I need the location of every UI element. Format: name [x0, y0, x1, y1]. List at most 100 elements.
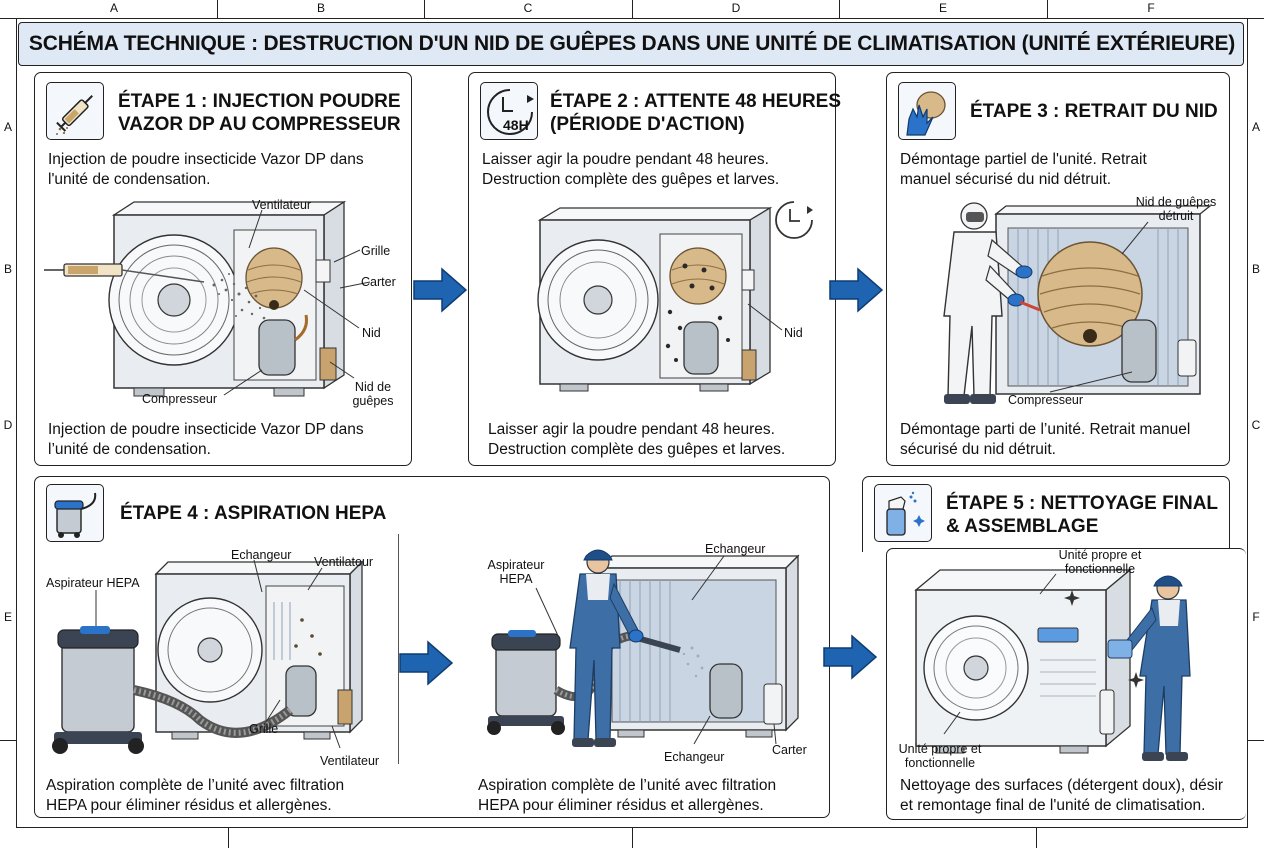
step-4a-desc: Aspiration complète de l’unité avec filt… [46, 776, 344, 816]
label-nid-de-guepes-line2: guêpes [352, 394, 394, 408]
ruler-col-f: F [1147, 1, 1155, 15]
step-3-heading: ÉTAPE 3 : RETRAIT DU NID [970, 100, 1218, 123]
ruler-col-b: B [316, 1, 325, 15]
arrow-right-icon [399, 640, 454, 686]
ruler-col-d: D [731, 1, 741, 15]
step-5-desc-bottom-line2: et remontage final de l'unité de climati… [900, 797, 1206, 814]
step-2-illustration [537, 206, 783, 392]
page-title: SCHÉMA TECHNIQUE : DESTRUCTION D'UN NID … [28, 32, 1236, 55]
label-nid-detruit-line1: Nid de guêpes [1135, 195, 1217, 209]
label-compresseur: Compresseur [1008, 393, 1084, 407]
label-aspirateur-hepa: Aspirateur HEPA [476, 558, 556, 586]
ruler-row-left: E [3, 610, 12, 624]
glove-nest-icon [906, 91, 946, 136]
label-unite-propre: Unité propre et fonctionnelle [1044, 548, 1156, 576]
step-5-desc-bottom-line1: Nettoyage des surfaces (détergent doux),… [900, 777, 1224, 794]
ruler-tick [1248, 740, 1264, 741]
step-2-desc-top-line1: Laisser agir la poudre pendant 48 heures… [482, 151, 769, 168]
label-echangeur: Echangeur [664, 750, 725, 764]
label-unite-propre-line2: fonctionnelle [1064, 562, 1136, 576]
ruler-tick [228, 828, 229, 848]
label-nid-detruit-line2: détruit [1158, 209, 1194, 223]
ruler-row-right: F [1252, 610, 1260, 624]
ruler-row-right: B [1251, 262, 1260, 276]
label-ventilateur: Ventilateur [320, 754, 380, 768]
label-grille: Grille [361, 244, 391, 258]
step-1-desc-top-line1: Injection de poudre insecticide Vazor DP… [48, 151, 364, 168]
ruler-col-a: A [109, 1, 118, 15]
ruler-tick [424, 0, 425, 18]
step-3-desc-top: Démontage partiel de l'unité. Retrait ma… [900, 150, 1147, 190]
label-unite-propre: Unité propre et fonctionnelle [884, 742, 996, 770]
step-5-heading: ÉTAPE 5 : NETTOYAGE FINAL & ASSEMBLAGE [946, 492, 1218, 538]
clock-48h-icon [487, 89, 534, 135]
step-4-heading-line1: ÉTAPE 4 : ASPIRATION HEPA [120, 503, 387, 524]
step-4-heading: ÉTAPE 4 : ASPIRATION HEPA [120, 502, 386, 525]
step-1-desc-bottom: Injection de poudre insecticide Vazor DP… [48, 420, 364, 460]
step-4a-desc-line2: HEPA pour éliminer résidus et allergènes… [46, 797, 332, 814]
ruler-tick [1047, 0, 1048, 18]
step-4b-desc-line1: Aspiration complète de l’unité avec filt… [478, 777, 777, 794]
label-compresseur: Compresseur [142, 392, 218, 406]
step-3-desc-top-line1: Démontage partiel de l'unité. Retrait [900, 151, 1147, 168]
label-unite-propre-line1: Unité propre et [1058, 548, 1142, 562]
ruler-tick [0, 740, 16, 741]
step-1-illustration [44, 200, 371, 397]
step-3-heading-line1: ÉTAPE 3 : RETRAIT DU NID [970, 101, 1218, 122]
step-4a-desc-line1: Aspiration complète de l’unité avec filt… [46, 777, 345, 794]
arrow-right-icon [829, 267, 884, 313]
step-2-desc-top-line2: Destruction complète des guêpes et larve… [482, 171, 780, 188]
label-nid-detruit: Nid de guêpes détruit [1120, 195, 1232, 223]
clock-48h-label: 48H [503, 117, 529, 133]
spray-cleaning-icon [886, 491, 925, 536]
label-aspirateur-line1: Aspirateur [487, 558, 545, 572]
label-carter: Carter [361, 275, 396, 289]
step-1-icon-box [46, 82, 104, 140]
step-3-desc-bottom-line2: sécurisé du nid détruit. [900, 441, 1056, 458]
label-echangeur: Echangeur [231, 548, 292, 562]
ruler-row-right: A [1251, 120, 1260, 134]
label-ventilateur: Ventilateur [252, 198, 312, 212]
title-bar: SCHÉMA TECHNIQUE : DESTRUCTION D'UN NID … [18, 22, 1244, 66]
step-2-heading-line2: (PÉRIODE D'ACTION) [550, 114, 745, 135]
step-4a-illustration [52, 559, 364, 754]
top-ruler: A B C D E F [0, 0, 1264, 19]
arrow-right-icon [413, 267, 468, 313]
step-2-icon-box: 48H [480, 82, 538, 140]
step-2-desc-bottom-line1: Laisser agir la poudre pendant 48 heures… [488, 421, 775, 438]
step-5-desc-bottom: Nettoyage des surfaces (détergent doux),… [900, 776, 1244, 816]
ruler-row-left: B [3, 262, 12, 276]
step-3-desc-bottom: Démontage parti de l’unité. Retrait manu… [900, 420, 1190, 460]
ruler-row-left: D [3, 418, 13, 432]
step-4b-desc-line2: HEPA pour éliminer résidus et allergènes… [478, 797, 764, 814]
label-unite-propre-line4: fonctionnelle [904, 756, 976, 770]
vacuum-icon [54, 492, 97, 538]
label-carter: Carter [772, 743, 807, 757]
label-echangeur: Echangeur [705, 542, 766, 556]
step-1-desc-bottom-line1: Injection de poudre insecticide Vazor DP… [48, 421, 364, 438]
label-ventilateur: Ventilateur [314, 555, 374, 569]
step-2-heading: ÉTAPE 2 : ATTENTE 48 HEURES (PÉRIODE D'A… [550, 90, 841, 136]
label-aspirateur-line2: HEPA [499, 572, 533, 586]
arrow-right-icon [823, 634, 878, 680]
ruler-tick [632, 0, 633, 18]
label-grille: Grille [249, 722, 279, 736]
step-3-illustration [943, 202, 1212, 404]
label-nid-de-guepes-line1: Nid de [354, 380, 392, 394]
step-3-icon-box [898, 82, 956, 140]
label-aspirateur-hepa: Aspirateur HEPA [46, 576, 140, 590]
step-5-heading-line2: & ASSEMBLAGE [946, 516, 1099, 537]
ruler-tick [217, 0, 218, 18]
label-unite-propre-line3: Unité propre et [898, 742, 982, 756]
step-1-desc-top-line2: l'unité de condensation. [48, 171, 211, 188]
step-1-heading: ÉTAPE 1 : INJECTION POUDRE VAZOR DP AU C… [118, 90, 401, 136]
step-1-desc-bottom-line2: l’unité de condensation. [48, 441, 211, 458]
step-2-desc-bottom: Laisser agir la poudre pendant 48 heures… [488, 420, 785, 460]
step-4b-illustration [487, 549, 800, 747]
ruler-tick [1036, 828, 1037, 848]
ruler-row-right: C [1251, 418, 1261, 432]
ruler-col-c: C [523, 1, 533, 15]
step-4-icon-box [46, 484, 104, 542]
step-4-divider [398, 534, 399, 764]
drawing-frame [16, 18, 1248, 828]
